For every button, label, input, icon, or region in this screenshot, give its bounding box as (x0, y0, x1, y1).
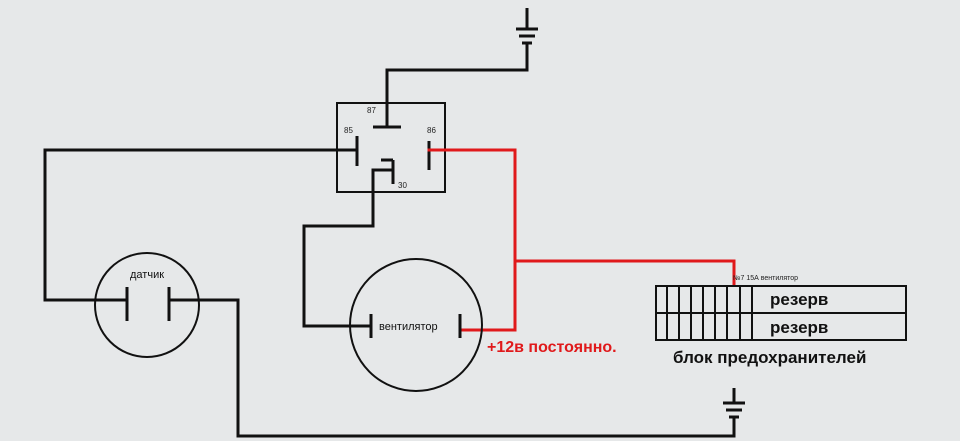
fan-label: вентилятор (379, 321, 438, 333)
relay-pin-85: 85 (344, 126, 353, 135)
relay-pin-87: 87 (367, 106, 376, 115)
sensor-contacts (125, 287, 171, 321)
relay-pin-30: 30 (398, 181, 407, 190)
wire-85-to-sensor (43, 148, 359, 302)
fuse-slots (666, 286, 753, 340)
sensor-circle (94, 252, 200, 358)
relay-box (336, 102, 446, 193)
relay-pin-86: 86 (427, 126, 436, 135)
positive-wires (427, 148, 736, 332)
wire-sensor-to-ground (167, 298, 736, 438)
ground-icon (516, 8, 538, 70)
wire-30-to-fan (302, 168, 375, 328)
fuse-block: №7 15А вентилятор резерв резерв блок пре… (655, 275, 907, 367)
fan-contacts (369, 314, 462, 338)
wire-ground-to-87 (385, 68, 529, 129)
fuse-label: №7 15А вентилятор (733, 275, 798, 282)
fuse-row-1: резерв (770, 290, 828, 309)
fuse-block-title: блок предохранителей (673, 348, 866, 367)
fuse-row-2: резерв (770, 318, 828, 337)
fan-circle (349, 258, 483, 392)
sensor-label: датчик (130, 269, 164, 281)
ground-icon (723, 388, 745, 419)
power-label: +12в постоянно. (487, 339, 617, 356)
relay-contacts (355, 125, 431, 184)
